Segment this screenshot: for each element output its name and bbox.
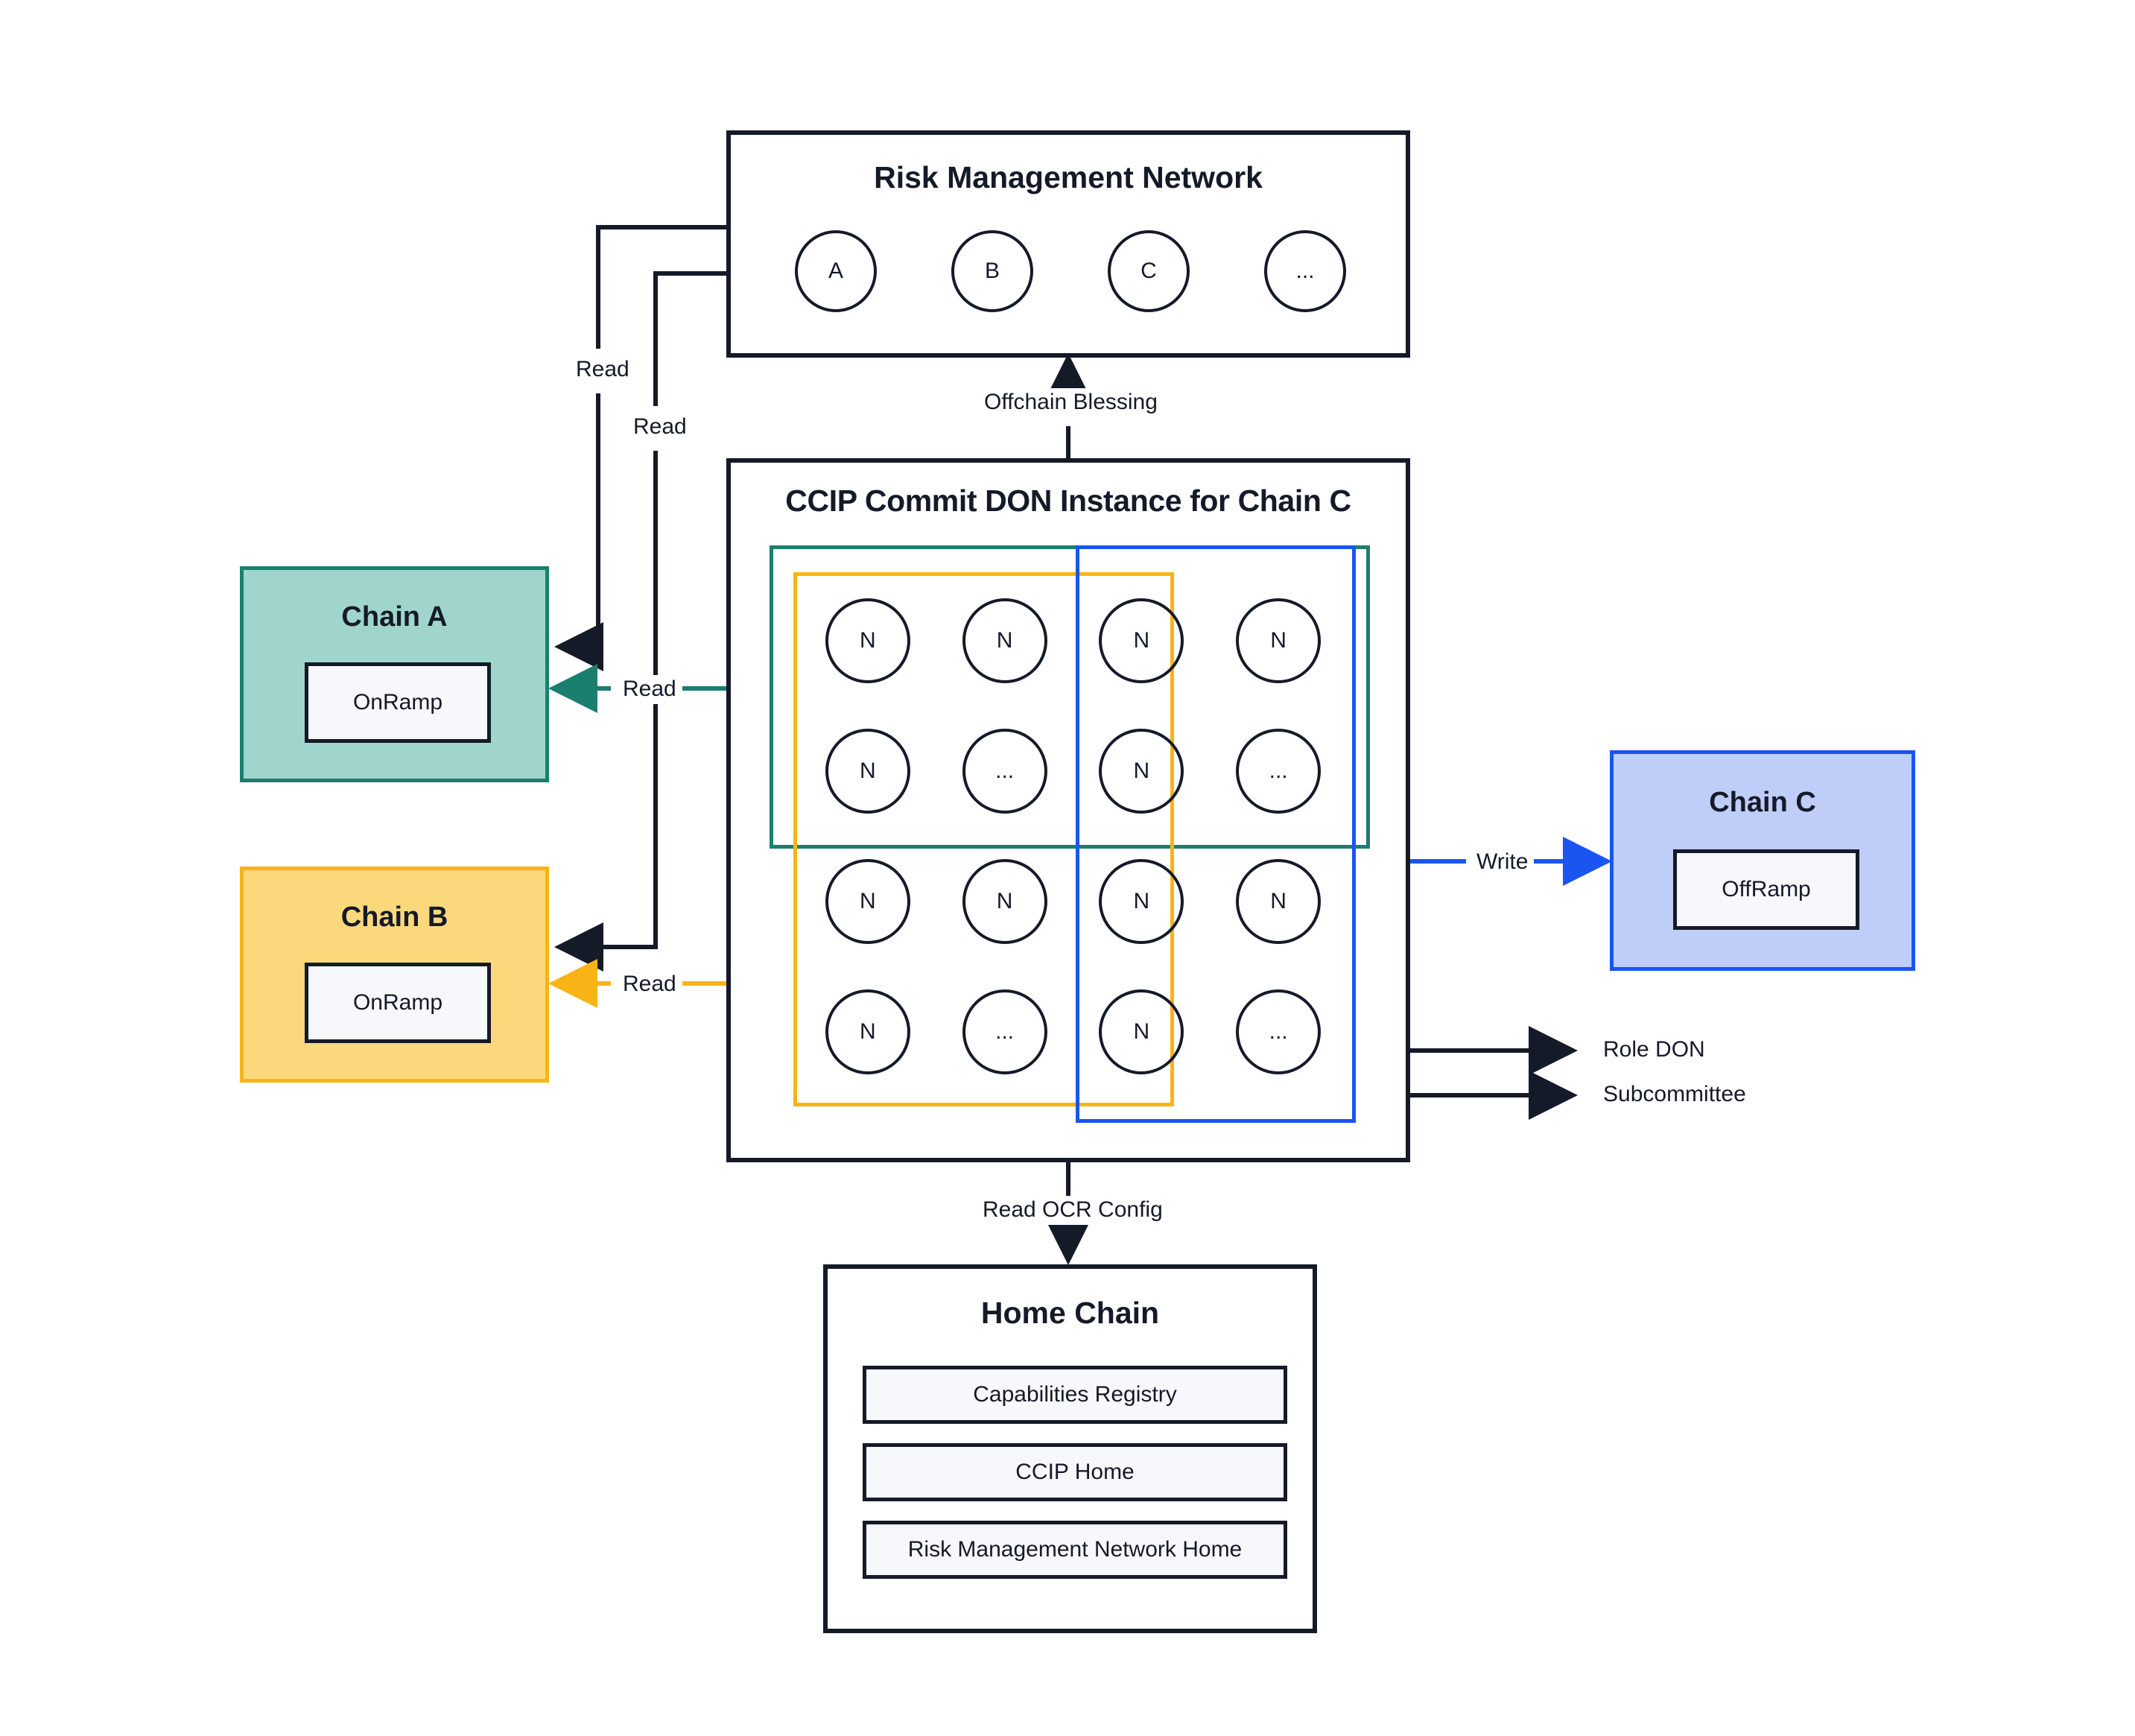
chain-a-box: Chain A OnRamp bbox=[240, 566, 549, 782]
home-chain-title: Home Chain bbox=[980, 1296, 1160, 1330]
don-node-grid: N N N N N ... N ... N N N N N ... N ... bbox=[799, 575, 1347, 1097]
rmn-node-row: A B C ... bbox=[795, 224, 1346, 317]
risk-management-network-box: Risk Management Network A B C ... bbox=[726, 130, 1410, 358]
chain-b-onramp: OnRamp bbox=[305, 963, 491, 1043]
don-node: N bbox=[825, 598, 910, 683]
don-region-teal-chain-a bbox=[770, 545, 1370, 849]
chain-a-title: Chain A bbox=[341, 601, 448, 633]
don-node: N bbox=[1099, 598, 1184, 683]
edge-label-write-chain-c: Write bbox=[1471, 848, 1535, 877]
home-chain-item: Risk Management Network Home bbox=[863, 1521, 1287, 1579]
don-node: N bbox=[1236, 858, 1322, 944]
don-node: N bbox=[825, 989, 910, 1074]
don-node: N bbox=[1236, 598, 1322, 683]
chain-b-box: Chain B OnRamp bbox=[240, 867, 549, 1083]
don-node: N bbox=[825, 858, 910, 944]
don-node: N bbox=[825, 728, 910, 814]
home-chain-item-list: Capabilities Registry CCIP Home Risk Man… bbox=[863, 1366, 1287, 1598]
edge-label-offchain-blessing: Offchain Blessing bbox=[978, 388, 1164, 417]
home-chain-item: Capabilities Registry bbox=[863, 1366, 1287, 1424]
rmn-node: A bbox=[795, 229, 877, 312]
edge-label-read-chain-b: Read bbox=[617, 970, 682, 999]
ccip-commit-don-title: CCIP Commit DON Instance for Chain C bbox=[785, 484, 1351, 518]
don-node: ... bbox=[962, 989, 1047, 1074]
don-node: N bbox=[962, 858, 1047, 944]
rmn-node: C bbox=[1108, 229, 1190, 312]
edge-label-rmn-read-a: Read bbox=[570, 355, 635, 384]
don-node: N bbox=[1099, 858, 1184, 944]
edge-label-rmn-read-b: Read bbox=[627, 413, 693, 442]
don-node: ... bbox=[962, 728, 1047, 814]
don-node: N bbox=[1099, 728, 1184, 814]
chain-c-title: Chain C bbox=[1709, 787, 1816, 818]
legend-role-don: Role DON bbox=[1603, 1037, 1705, 1062]
rmn-node: B bbox=[951, 229, 1033, 312]
home-chain-item: CCIP Home bbox=[863, 1443, 1287, 1501]
chain-c-offramp: OffRamp bbox=[1673, 849, 1859, 930]
don-node: N bbox=[962, 598, 1047, 683]
rmn-node: ... bbox=[1264, 229, 1346, 312]
don-region-blue-chain-c bbox=[1076, 545, 1356, 1123]
home-chain-box: Home Chain Capabilities Registry CCIP Ho… bbox=[823, 1264, 1317, 1633]
risk-management-network-title: Risk Management Network bbox=[874, 160, 1263, 194]
chain-a-onramp: OnRamp bbox=[305, 662, 491, 743]
don-node: N bbox=[1099, 989, 1184, 1074]
legend-subcommittee: Subcommittee bbox=[1603, 1082, 1746, 1106]
chain-b-title: Chain B bbox=[340, 902, 448, 933]
don-node: ... bbox=[1236, 989, 1322, 1074]
don-region-yellow-chain-b bbox=[793, 572, 1174, 1106]
edge-label-read-chain-a: Read bbox=[617, 675, 682, 704]
chain-c-box: Chain C OffRamp bbox=[1610, 750, 1915, 971]
edge-label-read-ocr-config: Read OCR Config bbox=[977, 1196, 1169, 1225]
don-node: ... bbox=[1236, 728, 1322, 814]
